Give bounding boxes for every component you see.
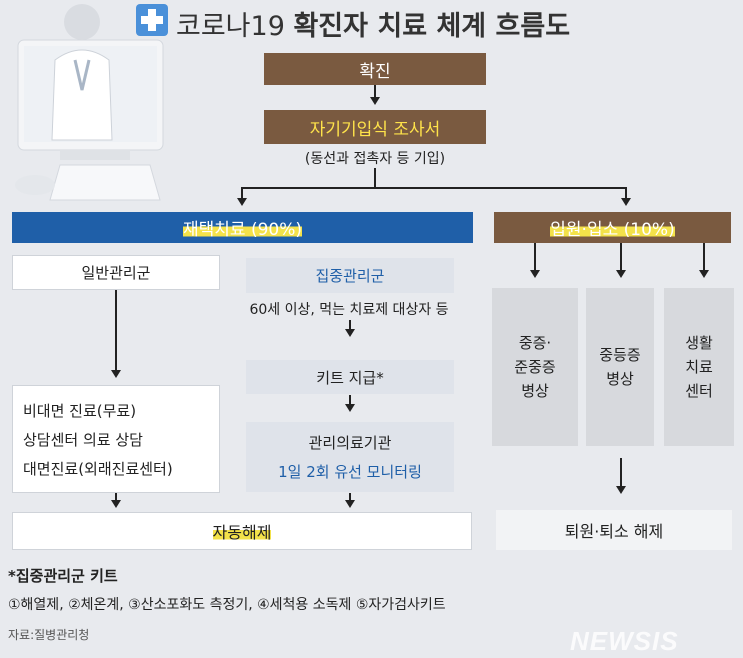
branch-connector xyxy=(241,187,627,189)
monitoring-label: 1일 2회 유선 모니터링 xyxy=(278,463,422,481)
home-treatment-label: 재택치료 (90%) xyxy=(182,215,302,240)
title-bold: 확진자 치료 체계 흐름도 xyxy=(293,11,571,42)
ward-center-line: 생활 xyxy=(685,334,713,352)
arrow-down-icon xyxy=(111,370,121,378)
arrow-down-icon xyxy=(616,486,626,494)
footnote-items: ①해열제, ②체온계, ③산소포화도 측정기, ④세척용 소독제 ⑤자가검사키트 xyxy=(8,597,446,613)
arrow-down-icon xyxy=(621,198,631,206)
self-report-label: 자기기입식 조사서 xyxy=(309,119,441,140)
arrow-down-icon xyxy=(370,97,380,105)
confirmed-box: 확진 xyxy=(264,53,486,85)
arrow-down-icon xyxy=(534,243,536,270)
branch-connector xyxy=(625,187,627,199)
ward-severe-line: 병상 xyxy=(521,382,549,400)
medical-cross-icon xyxy=(136,4,168,36)
title-prefix: 코로나19 xyxy=(176,11,294,42)
general-care-item: 비대면 진료(무료) xyxy=(23,401,137,420)
ward-moderate-box: 중등증 병상 xyxy=(586,288,654,446)
discharge-box: 퇴원·퇴소 해제 xyxy=(496,510,732,550)
general-care-item: 대면진료(외래진료센터) xyxy=(23,459,173,478)
arrow-down-icon xyxy=(699,270,709,278)
general-care-box: 비대면 진료(무료) 상담센터 의료 상담 대면진료(외래진료센터) xyxy=(12,385,220,493)
intensive-note: 60세 이상, 먹는 치료제 대상자 등 xyxy=(249,302,449,318)
arrow-down-icon xyxy=(345,500,355,508)
page-title: 코로나19 확진자 치료 체계 흐름도 xyxy=(176,4,570,43)
arrow-down-icon xyxy=(349,320,351,330)
managing-org-box: 관리의료기관 1일 2회 유선 모니터링 xyxy=(246,422,454,492)
arrow-down-icon xyxy=(374,85,376,98)
ward-moderate-line: 병상 xyxy=(606,370,634,388)
footnote-heading: *집중관리군 키트 xyxy=(8,567,118,585)
intensive-group-box: 집중관리군 xyxy=(246,258,454,293)
arrow-down-icon xyxy=(620,458,622,486)
auto-release-box: 자동해제 xyxy=(12,512,472,550)
watermark-logo: NEWSIS xyxy=(570,626,679,656)
kit-label: 키트 지급* xyxy=(316,368,384,387)
arrow-down-icon xyxy=(530,270,540,278)
hospital-label: 입원·입소 (10%) xyxy=(550,215,675,240)
arrow-down-icon xyxy=(349,493,351,501)
arrow-down-icon xyxy=(703,243,705,270)
branch-connector xyxy=(241,187,243,199)
managing-org-label: 관리의료기관 xyxy=(308,434,392,452)
arrow-down-icon xyxy=(115,290,117,370)
self-report-note: (동선과 접촉자 등 기입) xyxy=(304,151,446,167)
arrow-down-icon xyxy=(111,500,121,508)
general-group-label: 일반관리군 xyxy=(81,264,151,282)
general-group-box: 일반관리군 xyxy=(12,255,220,290)
kit-box: 키트 지급* xyxy=(246,360,454,394)
arrow-down-icon xyxy=(349,395,351,405)
ward-severe-line: 준중증 xyxy=(514,358,556,376)
arrow-down-icon xyxy=(345,329,355,337)
self-report-box: 자기기입식 조사서 xyxy=(264,110,486,144)
ward-severe-line: 중증· xyxy=(518,334,552,352)
ward-moderate-line: 중등증 xyxy=(599,346,641,364)
arrow-down-icon xyxy=(345,404,355,412)
source-note: 자료:질병관리청 xyxy=(8,628,90,642)
arrow-down-icon xyxy=(620,243,622,270)
arrow-down-icon xyxy=(115,493,117,501)
confirmed-label: 확진 xyxy=(359,61,391,82)
discharge-label: 퇴원·퇴소 해제 xyxy=(564,522,664,541)
ward-center-line: 치료 xyxy=(685,358,713,376)
arrow-down-icon xyxy=(237,198,247,206)
arrow-down-icon xyxy=(616,270,626,278)
auto-release-label: 자동해제 xyxy=(212,519,272,543)
doctor-computer-illustration xyxy=(15,4,164,201)
ward-center-line: 센터 xyxy=(685,382,713,400)
hospital-box: 입원·입소 (10%) xyxy=(494,212,731,243)
intensive-group-label: 집중관리군 xyxy=(315,267,385,285)
branch-connector xyxy=(374,168,376,188)
ward-severe-box: 중증· 준중증 병상 xyxy=(492,288,578,446)
ward-center-box: 생활 치료 센터 xyxy=(664,288,734,446)
general-care-item: 상담센터 의료 상담 xyxy=(23,430,143,449)
home-treatment-box: 재택치료 (90%) xyxy=(12,212,473,243)
